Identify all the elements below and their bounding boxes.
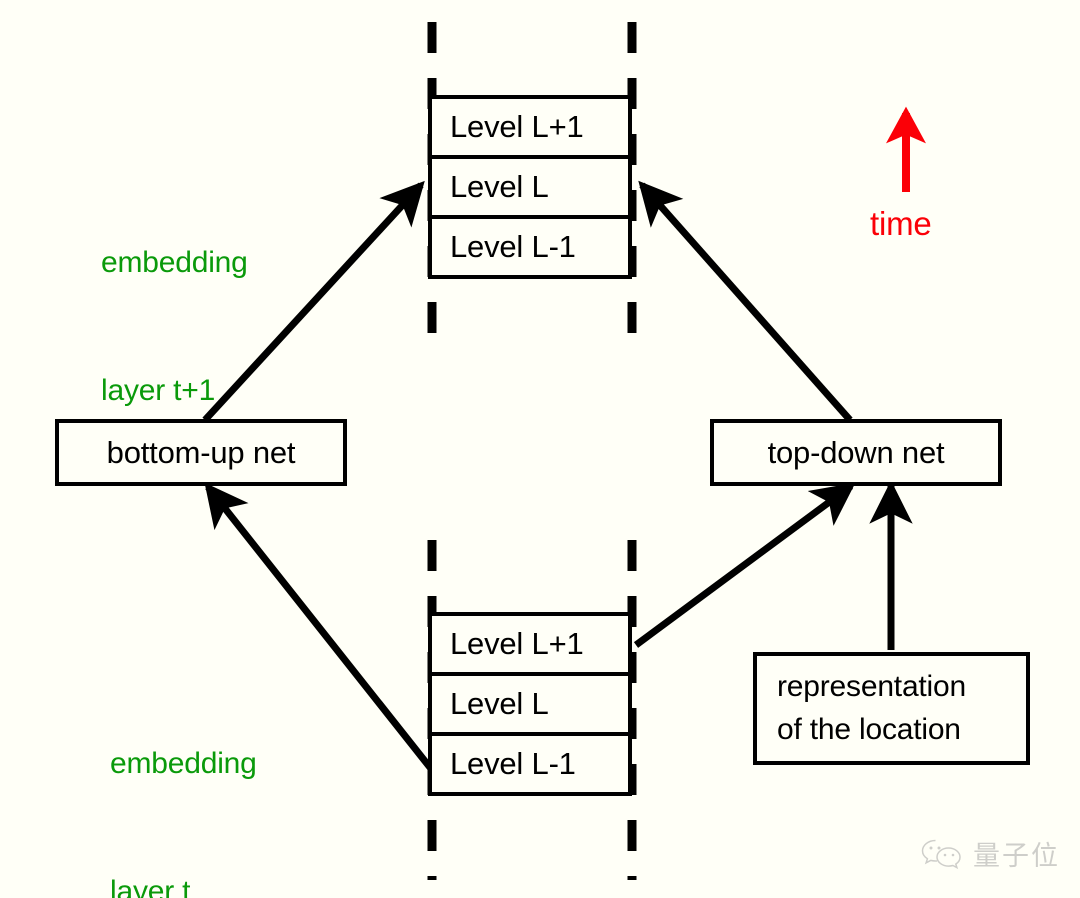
watermark: 量子位 xyxy=(920,834,1060,873)
embedding-layer-bottom-line-1: embedding xyxy=(110,747,257,781)
level-row-bottom-lminus1: Level L-1 xyxy=(432,732,628,792)
representation-line-1: representation xyxy=(777,669,966,703)
level-stack-top: Level L+1 Level L Level L-1 xyxy=(428,95,632,279)
arrow-bottom-stack-to-bottomup xyxy=(204,482,435,773)
embedding-layer-top-line-1: embedding xyxy=(101,246,248,280)
level-row-top-lminus1: Level L-1 xyxy=(432,215,628,275)
representation-of-location-box: representation of the location xyxy=(753,652,1030,765)
representation-line-2: of the location xyxy=(777,712,961,746)
embedding-layer-bottom-label: embedding layer t xyxy=(110,658,257,898)
watermark-text: 量子位 xyxy=(973,841,1060,872)
level-row-bottom-l: Level L xyxy=(432,672,628,732)
wechat-icon xyxy=(921,839,961,869)
top-down-net-box: top-down net xyxy=(710,419,1002,486)
arrow-topdown-to-top-stack xyxy=(638,180,853,423)
level-row-top-l: Level L xyxy=(432,155,628,215)
arrow-bottomup-to-top-stack xyxy=(202,180,425,423)
embedding-layer-top-line-2: layer t+1 xyxy=(101,373,216,407)
level-row-bottom-lplus1: Level L+1 xyxy=(450,626,584,661)
bottom-up-net-box: bottom-up net xyxy=(55,419,347,486)
level-row-top-lplus1: Level L+1 xyxy=(450,109,584,144)
level-stack-bottom: Level L+1 Level L Level L-1 xyxy=(428,612,632,796)
embedding-layer-top-label: embedding layer t+1 xyxy=(101,157,248,498)
embedding-layer-bottom-line-2: layer t xyxy=(110,874,191,898)
connector-arrows xyxy=(202,180,913,773)
time-axis-label: time xyxy=(870,205,932,242)
arrow-bottom-stack-to-topdown xyxy=(633,482,856,648)
